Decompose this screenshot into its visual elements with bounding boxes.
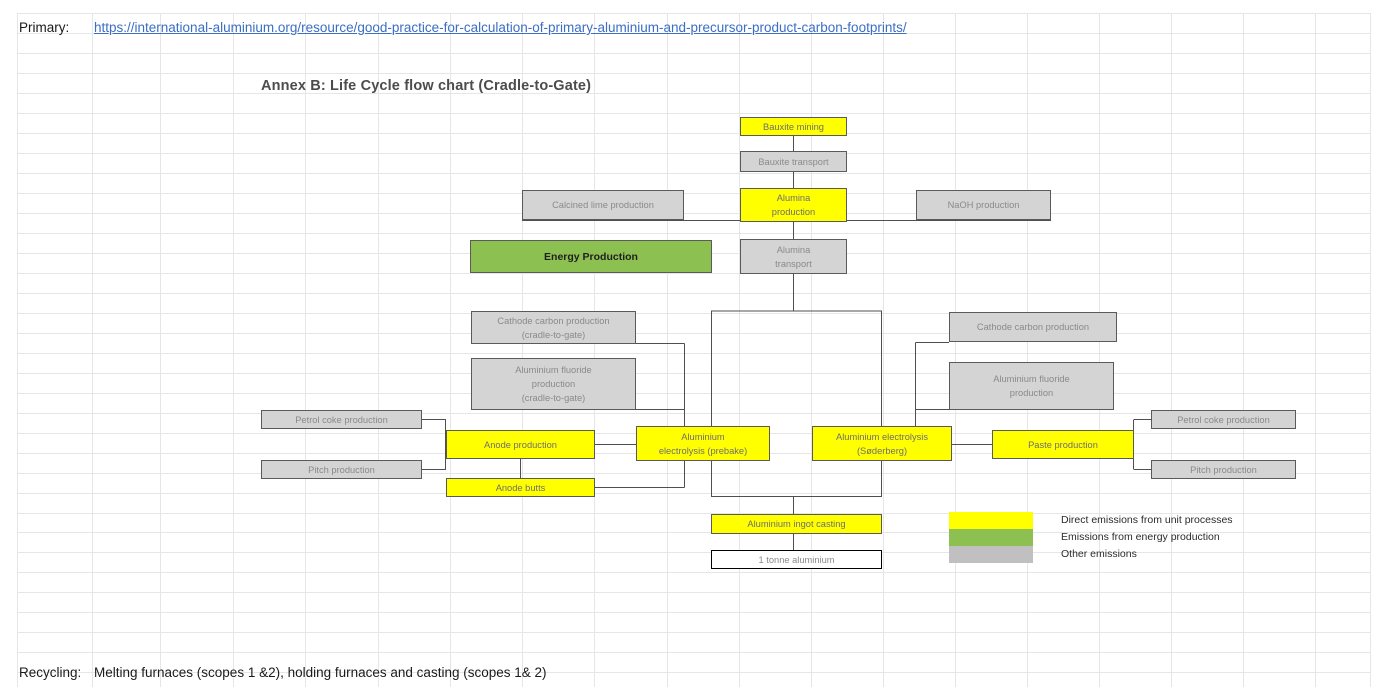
flow-node-label: Anode production [484,439,557,450]
legend-energy-label: Emissions from energy production [1061,531,1220,543]
diagram-title: Annex B: Life Cycle flow chart (Cradle-t… [261,78,592,94]
flow-node-label: Paste production [1028,439,1098,450]
flow-node-label: Calcined lime production [552,200,654,210]
flow-node-energy-production[interactable]: Energy Production [470,240,712,273]
flow-node-label: Bauxite transport [758,156,829,167]
flow-node-label: Anode butts [495,482,546,493]
flow-node-label: Bauxite mining [763,121,824,132]
flow-node-label: Aluminium ingot casting [747,519,846,529]
flow-node-naoh-production[interactable]: NaOH production [916,190,1051,220]
flow-node-anode-butts[interactable]: Anode butts [446,478,595,497]
flow-node-petrol-coke-left[interactable]: Petrol coke production [261,410,422,429]
legend-direct-swatch [949,512,1033,529]
flow-node-calcined-lime[interactable]: Calcined lime production [522,190,684,220]
flow-node-label: Aluminium electrolysis(Søderberg) [836,431,928,456]
legend-direct-label: Direct emissions from unit processes [1061,514,1233,526]
legend-other-label: Other emissions [1061,548,1137,560]
flow-node-label: Petrol coke production [1177,414,1270,425]
recycling-row-value: Melting furnaces (scopes 1 &2), holding … [94,665,547,680]
flow-node-label: 1 tonne aluminium [758,554,835,565]
flow-node-label: Cathode carbon production [976,322,1090,332]
primary-source-link[interactable]: https://international-aluminium.org/reso… [94,20,907,35]
flow-node-cathode-carbon-left[interactable]: Cathode carbon production(cradle-to-gate… [471,311,636,344]
primary-row-label: Primary: [19,20,70,35]
flow-node-label: Petrol coke production [295,414,388,425]
flow-node-electrolysis-soderberg[interactable]: Aluminium electrolysis(Søderberg) [812,426,952,461]
flow-node-pitch-right[interactable]: Pitch production [1151,460,1296,479]
flow-node-label: Energy Production [544,250,638,263]
legend-other-swatch [949,546,1033,563]
flow-node-label: Pitch production [308,464,375,475]
recycling-row-label: Recycling: [19,665,82,680]
flow-node-bauxite-mining[interactable]: Bauxite mining [740,117,847,136]
legend-energy-swatch [949,529,1033,546]
flow-node-paste-production[interactable]: Paste production [992,430,1134,459]
flow-node-label: NaOH production [947,200,1020,210]
flow-node-ingot-casting[interactable]: Aluminium ingot casting [711,514,882,534]
flow-node-label: Pitch production [1190,464,1257,475]
flow-node-cathode-carbon-right[interactable]: Cathode carbon production [949,312,1117,342]
flow-node-bauxite-transport[interactable]: Bauxite transport [740,151,847,172]
flow-node-one-tonne-aluminium[interactable]: 1 tonne aluminium [711,550,882,569]
flow-node-pitch-left[interactable]: Pitch production [261,460,422,479]
flow-node-anode-production[interactable]: Anode production [446,430,595,459]
flow-node-label: Cathode carbon production(cradle-to-gate… [497,315,610,340]
flow-node-petrol-coke-right[interactable]: Petrol coke production [1151,410,1296,429]
